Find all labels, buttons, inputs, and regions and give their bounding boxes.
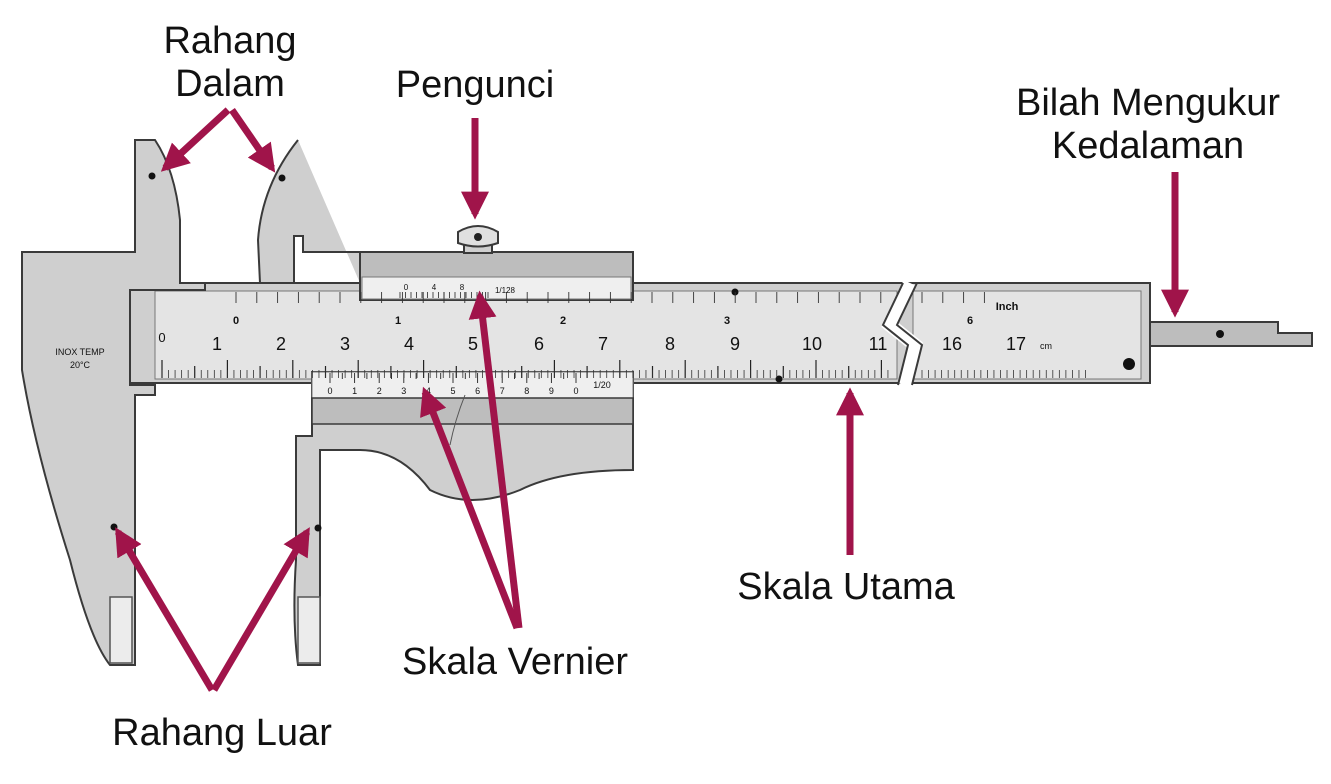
main-cm-scale-ticks [161,360,1086,378]
vernier-number: 0 [327,386,332,396]
fixed-jaw: INOX TEMP 20°C [21,139,206,666]
vernier-number: 1 [352,386,357,396]
main-inch-scale-ticks [235,292,985,303]
arrow-outer-jaw-right [210,527,311,692]
label-depth-rod-line1: Bilah Mengukur [1015,82,1281,124]
cm-number: 5 [468,334,478,354]
vernier-inch-number: 8 [460,283,465,292]
stamp-line2: 20°C [70,360,91,370]
cm-number: 4 [404,334,414,354]
vernier-inch-number: 4 [432,283,437,292]
arrow-outer-jaw-left [114,527,216,692]
arrow-vernier-upper [468,290,523,629]
vernier-number: 7 [500,386,505,396]
arrow-inner-jaw-right [229,108,276,173]
cm-number: 6 [534,334,544,354]
depth-rod-screw [1216,330,1224,338]
inch-number: 0 [233,315,239,327]
vernier-number: 5 [450,386,455,396]
stamp-line1: INOX TEMP [55,347,104,357]
lock-screw [457,225,499,254]
vernier-number: 9 [549,386,554,396]
label-main-scale: Skala Utama [737,566,955,608]
cm-number: 0 [158,330,165,345]
depth-rod [1149,321,1313,347]
label-vernier-scale: Skala Vernier [401,641,628,683]
cm-number: 17 [1006,334,1026,354]
vernier-number: 0 [573,386,578,396]
cm-number: 9 [730,334,740,354]
vernier-inch-numbers: 0 4 8 [404,283,465,292]
inch-number: 3 [724,315,730,327]
inch-unit-label: Inch [996,301,1019,313]
arrow-vernier-lower [420,386,521,630]
inch-number: 2 [560,315,566,327]
cm-number: 11 [869,334,888,354]
beam-screw [1123,358,1135,370]
cm-number: 10 [802,334,822,354]
cm-number: 3 [340,334,350,354]
label-inner-jaws-line1: Rahang [163,20,297,62]
vernier-metric-unit-label: 1/20 [593,380,611,390]
callout-arrows [114,107,1189,692]
cm-number: 1 [212,334,222,354]
vernier-number: 6 [475,386,480,396]
vernier-number: 2 [377,386,382,396]
cm-number: 2 [276,334,286,354]
label-outer-jaws: Rahang Luar [112,712,332,754]
main-inch-numbers: 0 1 2 3 6 [233,315,973,327]
label-depth-rod-line2: Kedalaman [1051,125,1245,168]
label-inner-jaws-line2: Dalam [175,63,285,106]
label-lock: Pengunci [395,64,555,106]
label-depth-rod: Bilah Mengukur Kedalaman [990,82,1306,169]
label-inner-jaws: Rahang Dalam [130,20,330,107]
sliding-jaw [256,139,634,666]
cm-unit-label: cm [1040,341,1052,351]
vernier-inch-unit-label: 1/128 [495,286,516,295]
vernier-number: 3 [401,386,406,396]
inch-number: 6 [967,315,973,327]
cm-number: 8 [665,334,675,354]
arrow-inner-jaw-left [160,107,231,172]
vernier-number: 8 [524,386,529,396]
cm-number: 16 [942,334,962,354]
vernier-inch-number: 0 [404,283,409,292]
cm-number: 7 [598,334,608,354]
main-cm-numbers: 0 1 2 3 4 5 6 7 8 9 10 11 16 17 [158,330,1026,354]
inch-number: 1 [395,315,401,327]
